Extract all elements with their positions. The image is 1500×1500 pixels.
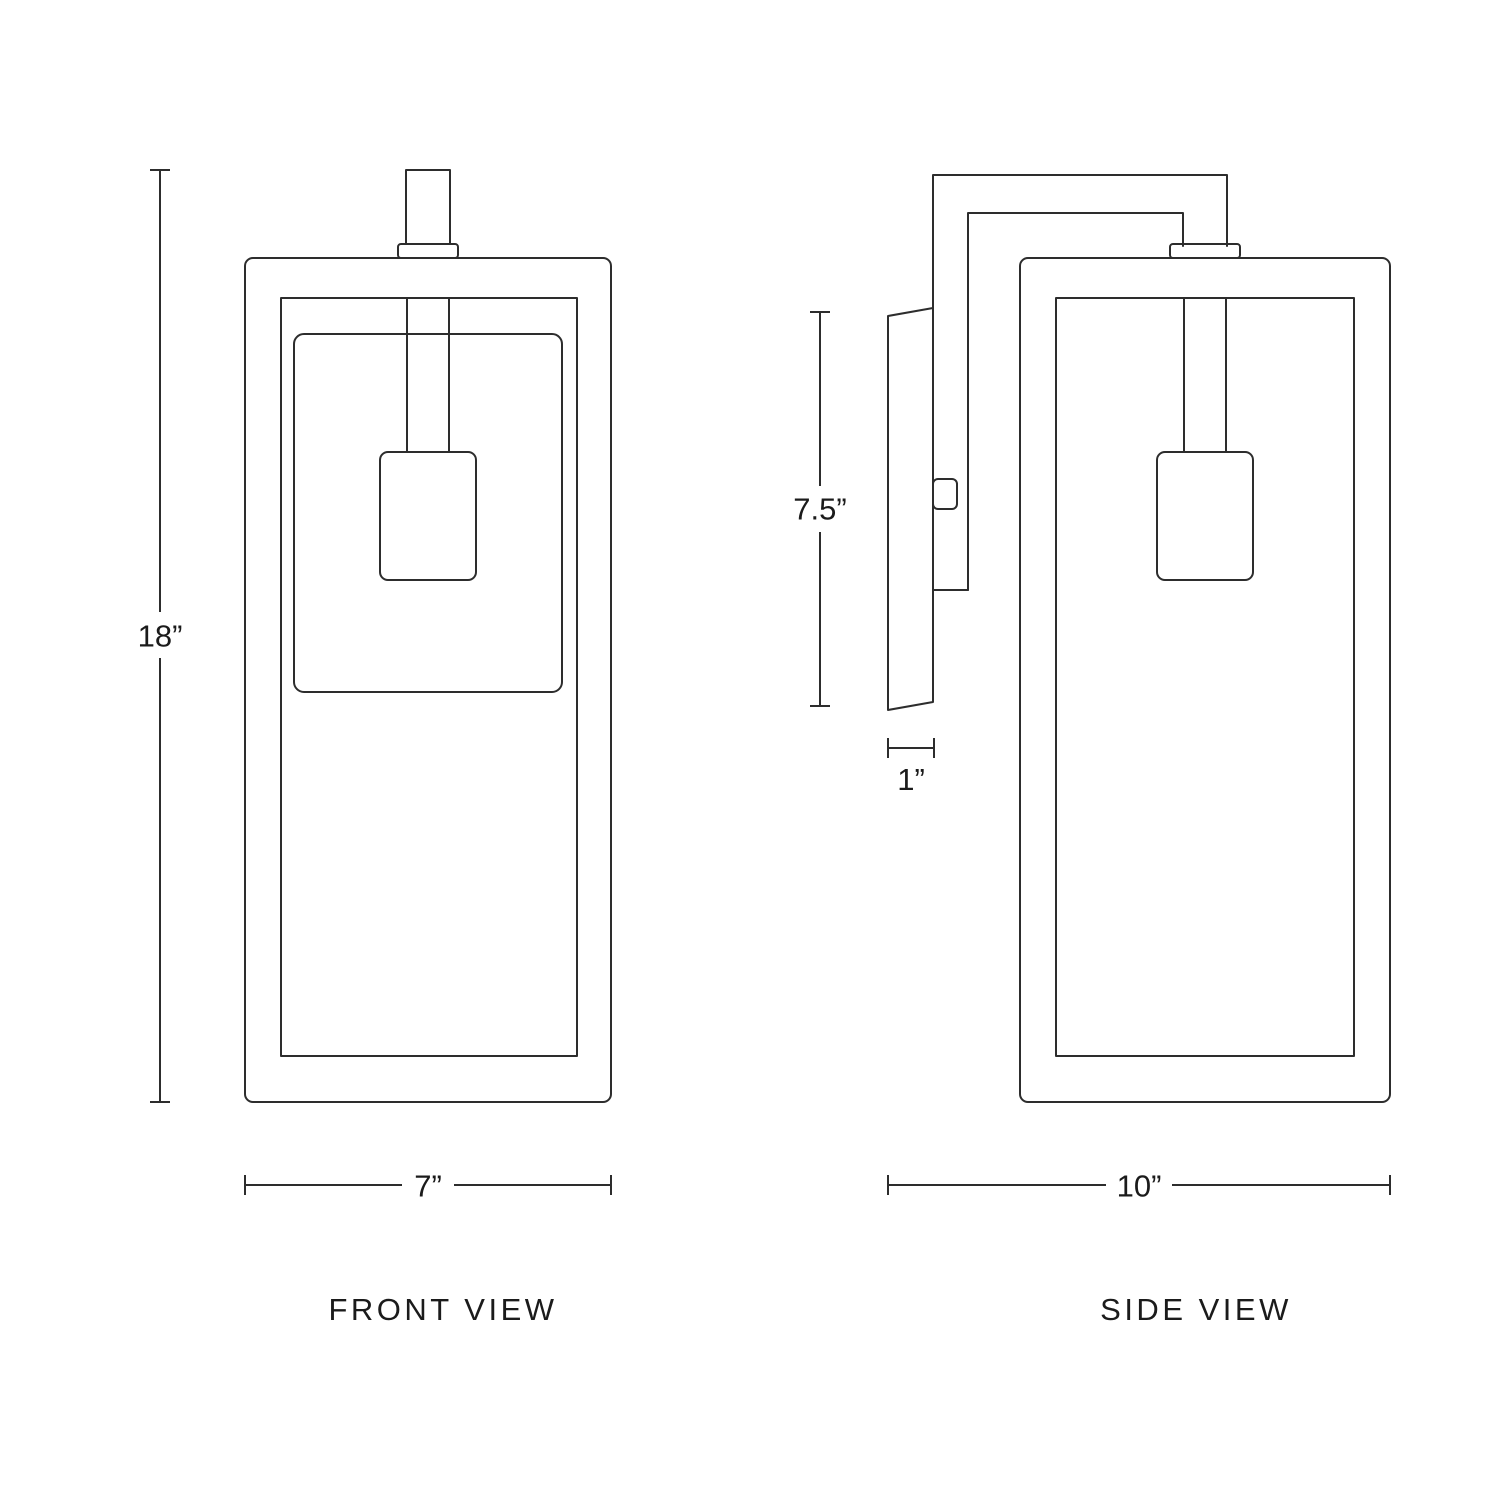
dimension-label-backplate-height: 7.5” bbox=[793, 492, 846, 527]
side-arm-outer bbox=[932, 174, 1228, 311]
dimension-label-height: 18” bbox=[138, 619, 183, 654]
label-halo bbox=[402, 1162, 454, 1208]
side-socket-stem bbox=[1183, 297, 1227, 453]
dimension-label-width: 7” bbox=[414, 1169, 442, 1204]
side-arm-inner bbox=[967, 212, 1184, 591]
front-height-dimension: 18” bbox=[122, 169, 198, 1103]
front-width-dimension: 7” bbox=[244, 1162, 612, 1208]
side-top-collar bbox=[1169, 243, 1241, 259]
front-socket-stem bbox=[406, 297, 450, 453]
front-view-caption: FRONT VIEW bbox=[328, 1292, 557, 1327]
side-outer-frame bbox=[1019, 257, 1391, 1103]
side-overall-depth-dimension: 10” bbox=[887, 1162, 1391, 1208]
front-top-stem bbox=[405, 169, 451, 245]
label-halo bbox=[122, 612, 198, 658]
front-glass-panel bbox=[293, 333, 563, 693]
front-view-fixture-drawing bbox=[244, 169, 612, 1103]
front-outer-frame bbox=[244, 257, 612, 1103]
side-lamp-socket bbox=[1156, 451, 1254, 581]
dimension-label-overall-depth: 10” bbox=[1117, 1169, 1162, 1204]
side-backplate bbox=[887, 307, 934, 711]
side-view: 7.5” 1” 10” SIDE VIEW bbox=[782, 174, 1391, 1327]
label-halo bbox=[1106, 1162, 1172, 1208]
front-lamp-socket bbox=[379, 451, 477, 581]
side-backplate-depth-dimension: 1” bbox=[887, 738, 935, 797]
side-backplate-height-dimension: 7.5” bbox=[782, 311, 860, 707]
front-view: 18” 7” FRONT VIEW bbox=[122, 169, 612, 1327]
dimension-label-backplate-depth: 1” bbox=[897, 762, 925, 797]
front-top-collar bbox=[397, 243, 459, 259]
side-view-caption: SIDE VIEW bbox=[1100, 1292, 1292, 1327]
side-view-fixture-drawing bbox=[887, 174, 1391, 1103]
side-inner-frame bbox=[1055, 297, 1355, 1057]
front-inner-frame bbox=[280, 297, 578, 1057]
label-halo bbox=[782, 486, 860, 532]
side-mounting-knob bbox=[932, 478, 958, 510]
